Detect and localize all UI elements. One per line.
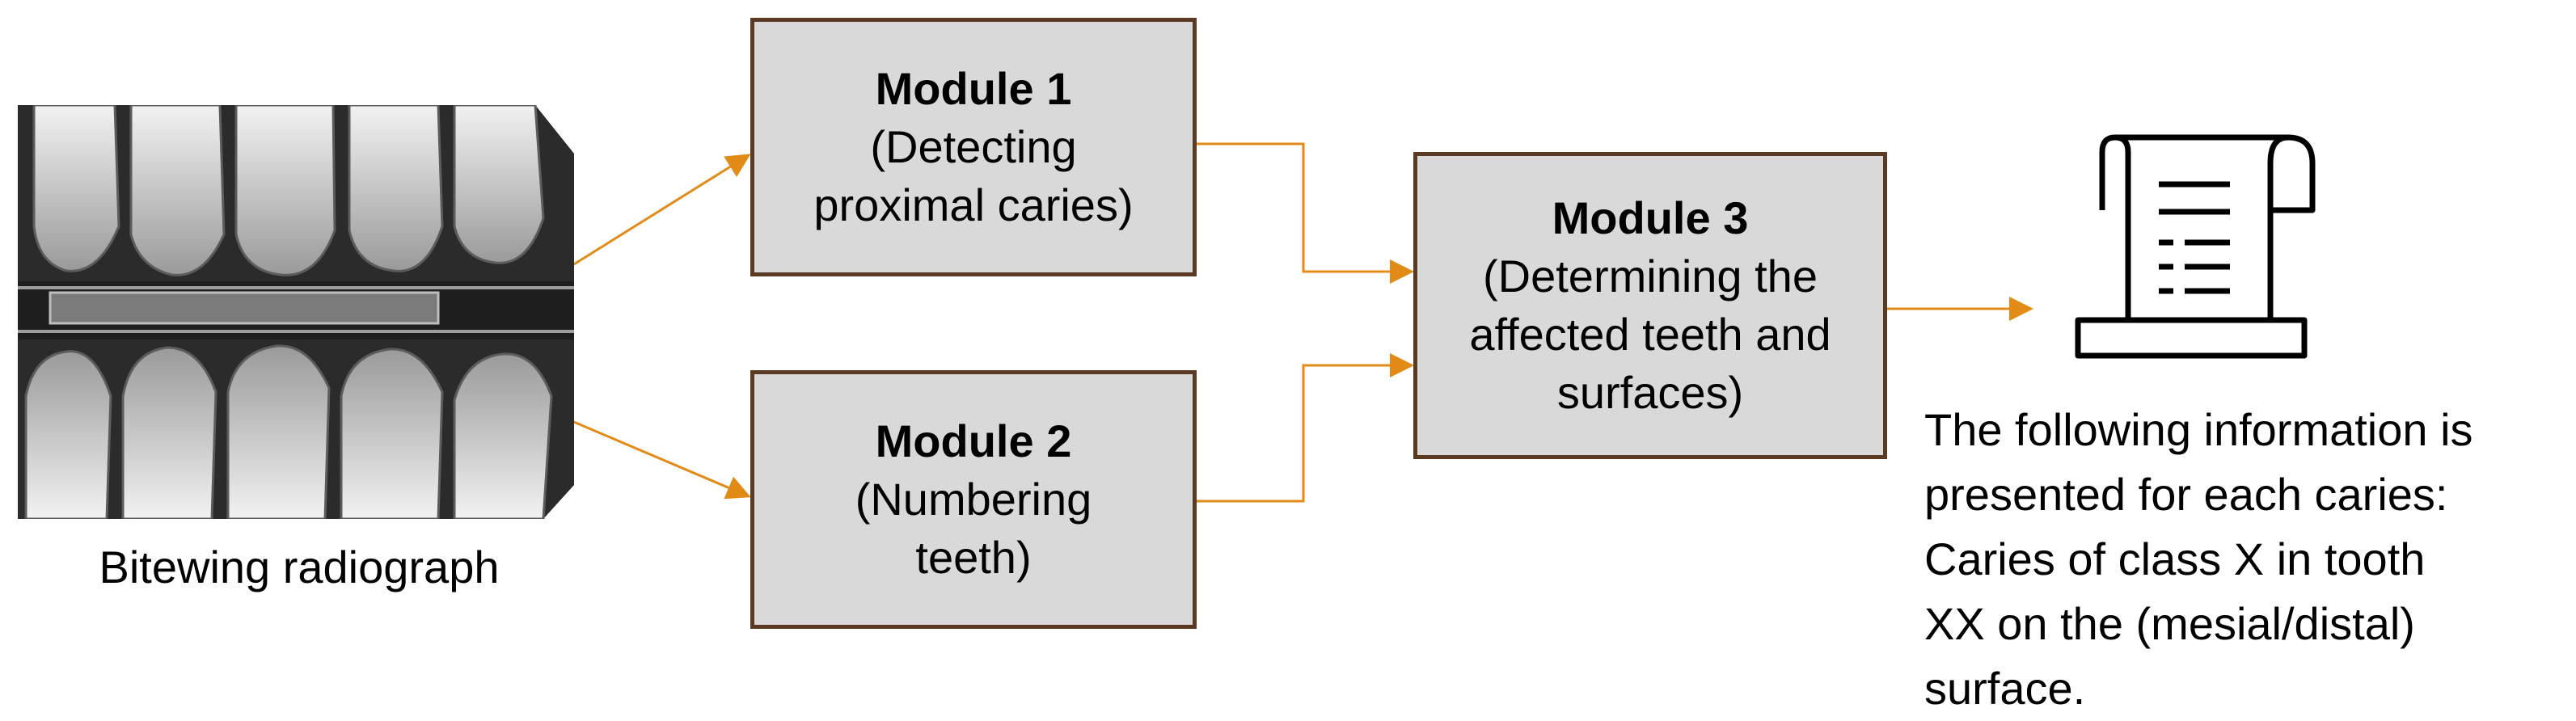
- module-2-desc-line: (Numbering: [855, 474, 1092, 525]
- module-1-box: Module 1 (Detecting proximal caries): [750, 18, 1197, 276]
- module-2-title: Module 2: [875, 415, 1072, 466]
- arrow-xray-to-module2: [569, 419, 751, 500]
- module-3-title: Module 3: [1552, 192, 1749, 243]
- xray-caption: Bitewing radiograph: [99, 542, 500, 592]
- output-text-line: XX on the (mesial/distal): [1924, 598, 2415, 649]
- output-text-line: The following information is: [1924, 404, 2473, 455]
- module-3-desc-line: (Determining the: [1483, 251, 1818, 301]
- module-1-title: Module 1: [875, 63, 1072, 114]
- module-3-desc-line: surfaces): [1556, 367, 1744, 418]
- output-text-line: Caries of class X in tooth: [1924, 533, 2426, 584]
- module-3-desc-line: affected teeth and: [1469, 309, 1831, 360]
- module-2-box: Module 2 (Numbering teeth): [750, 370, 1197, 629]
- bitewing-xray-image: [18, 105, 574, 519]
- arrow-module1-to-module3: [1197, 142, 1414, 284]
- output-text-line: surface.: [1924, 663, 2086, 714]
- report-document-icon: [2075, 134, 2316, 359]
- output-text-line: presented for each caries:: [1924, 469, 2448, 520]
- module-1-desc-line: proximal caries): [813, 179, 1134, 230]
- arrow-module2-to-module3: [1197, 353, 1414, 503]
- module-1-desc-line: (Detecting: [870, 121, 1077, 172]
- module-2-desc-line: teeth): [915, 532, 1032, 583]
- output-description: The following information is presented f…: [1924, 398, 2571, 721]
- arrow-xray-to-module1: [569, 154, 751, 268]
- module-3-box: Module 3 (Determining the affected teeth…: [1413, 152, 1887, 459]
